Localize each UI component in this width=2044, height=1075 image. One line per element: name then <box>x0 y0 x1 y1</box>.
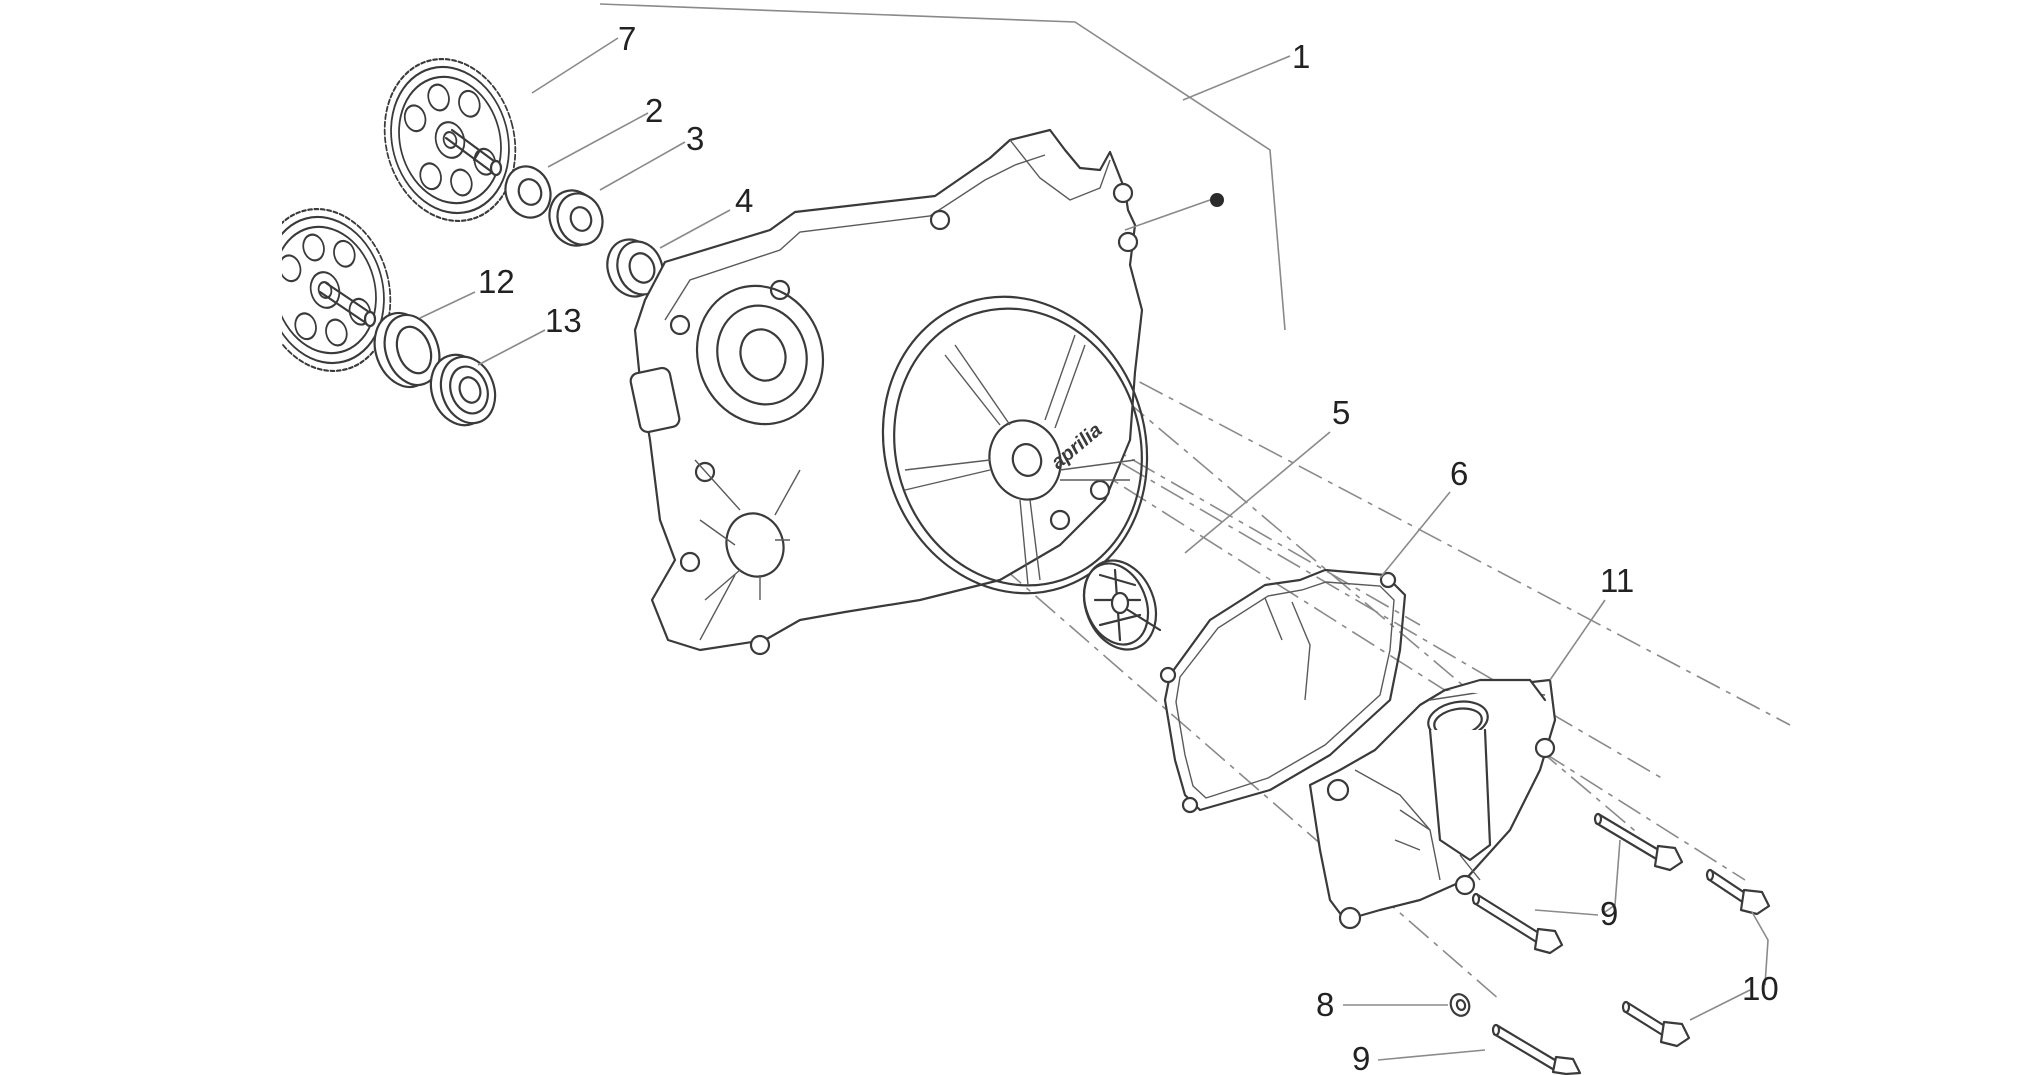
bearing-13 <box>429 353 497 427</box>
callout-3: 3 <box>686 120 704 157</box>
bolt-9-lower <box>1491 1023 1582 1075</box>
seal-12 <box>373 311 441 389</box>
seal-4 <box>606 238 664 298</box>
callout-9-upper: 9 <box>1600 895 1618 932</box>
callout-12: 12 <box>478 263 515 300</box>
bolt-9-middle <box>1471 892 1564 955</box>
gear-7-shaft <box>444 128 503 177</box>
gear-secondary-shaft <box>318 281 377 328</box>
callout-labels: 1 2 3 4 5 6 7 8 9 9 10 11 12 13 <box>478 20 1779 1075</box>
bolt-10-lower <box>1621 1000 1691 1048</box>
gasket-6 <box>1159 568 1407 814</box>
callout-7: 7 <box>618 20 636 57</box>
callout-10: 10 <box>1742 970 1779 1007</box>
bolt-10-upper <box>1705 868 1771 916</box>
washer-2 <box>504 165 552 219</box>
engine-cover-1: aprilia <box>629 128 1149 656</box>
pump-cover-11 <box>1308 678 1557 930</box>
callout-6: 6 <box>1450 455 1468 492</box>
callout-2: 2 <box>645 92 663 129</box>
gear-secondary <box>258 207 392 373</box>
reference-dot <box>1210 193 1224 207</box>
bearing-3 <box>548 189 604 247</box>
bolt-9-upper <box>1593 812 1684 872</box>
leader-lines <box>419 37 1769 1061</box>
callout-5: 5 <box>1332 394 1350 431</box>
impeller-5 <box>1082 559 1162 651</box>
callout-1: 1 <box>1292 38 1310 75</box>
washer-8 <box>1449 993 1471 1017</box>
callout-9-lower: 9 <box>1352 1040 1370 1075</box>
gear-secondary-crop <box>200 180 282 390</box>
callout-8: 8 <box>1316 986 1334 1023</box>
callout-13: 13 <box>545 302 582 339</box>
gear-7 <box>383 57 517 223</box>
callout-4: 4 <box>735 182 753 219</box>
callout-11: 11 <box>1600 562 1634 599</box>
group-bracket-1 <box>599 3 1291 331</box>
